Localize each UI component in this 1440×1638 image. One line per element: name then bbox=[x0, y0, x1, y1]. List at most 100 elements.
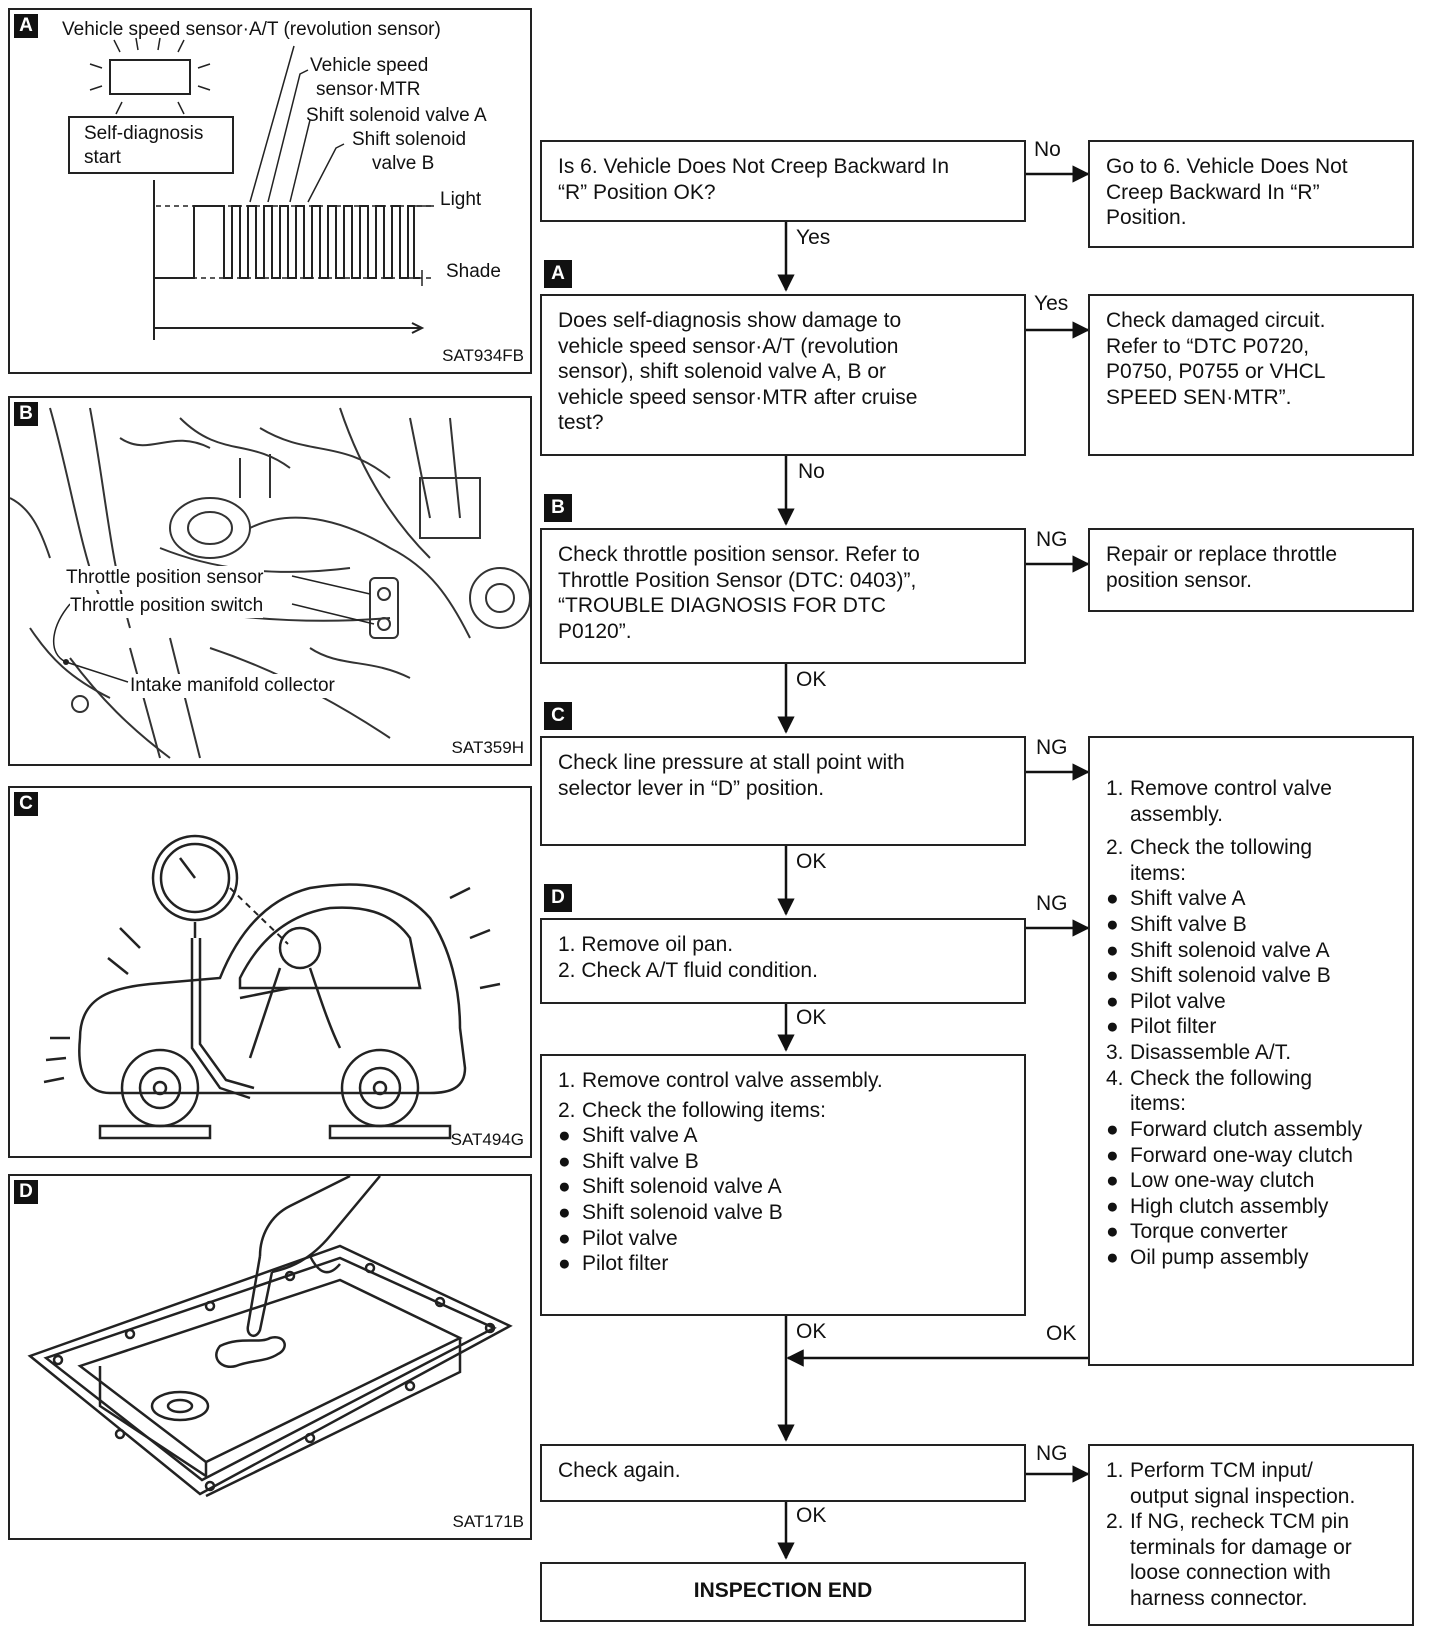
list-item: ●Low one-way clutch bbox=[1106, 1169, 1315, 1193]
q4-line1: Check line pressure at stall point with bbox=[558, 751, 905, 774]
panel-a-title: Vehicle speed sensor·A/T (revolution sen… bbox=[62, 19, 441, 40]
list-item: ●Forward clutch assembly bbox=[1106, 1117, 1363, 1141]
r7-step-1: 1.Perform TCM input/ bbox=[1106, 1458, 1396, 1484]
list-item: ●Shift solenoid valve B bbox=[1106, 964, 1331, 988]
step-text: items: bbox=[1130, 1092, 1187, 1116]
step-text: items: bbox=[1130, 861, 1187, 885]
panel-badge: D bbox=[14, 1180, 38, 1204]
list-item: ●Shift valve A bbox=[1106, 887, 1246, 911]
step-text: Check the tollowing bbox=[1130, 836, 1313, 860]
big-step-2: 2.Check the tollowing bbox=[1106, 835, 1396, 861]
figure-panel-d: D SAT171B bbox=[8, 1174, 532, 1540]
q2-line4: vehicle speed sensor·MTR after cruise bbox=[558, 385, 918, 409]
stall-test-illustration bbox=[43, 834, 501, 1140]
label-vss-mtr-line1: Vehicle speed bbox=[310, 55, 429, 76]
pulse-waveform bbox=[89, 37, 434, 340]
step-text: harness connector. bbox=[1130, 1587, 1308, 1611]
step-badge-d: D bbox=[544, 884, 572, 912]
label-ssv-b-line1: Shift solenoid bbox=[352, 129, 467, 150]
r1-line1: Go to 6. Vehicle Does Not bbox=[1106, 155, 1348, 178]
panel-badge: C bbox=[14, 792, 38, 816]
figure-panel-b: B bbox=[8, 396, 532, 766]
r3-line2: position sensor. bbox=[1106, 568, 1252, 592]
step-text: If NG, recheck TCM pin bbox=[1130, 1510, 1350, 1534]
list-item: ●Shift valve B bbox=[558, 1149, 699, 1173]
label-ng: NG bbox=[1036, 736, 1068, 759]
list-item: ●Forward one-way clutch bbox=[1106, 1143, 1353, 1167]
figure-code: SAT494G bbox=[450, 1130, 524, 1149]
inspection-end-box: INSPECTION END bbox=[540, 1562, 1026, 1622]
check-again-box: Check again. bbox=[540, 1444, 1026, 1502]
list-item: ●Pilot valve bbox=[558, 1226, 678, 1250]
label-ok: OK bbox=[796, 668, 827, 691]
label-no: No bbox=[1034, 138, 1061, 161]
q3-line3: “TROUBLE DIAGNOSIS FOR DTC bbox=[558, 594, 886, 618]
step-number: 2. bbox=[558, 1098, 576, 1122]
q3-line1: Check throttle position sensor. Refer to bbox=[558, 543, 920, 566]
q1-line2: “R” Position OK? bbox=[558, 180, 716, 204]
list-item-text: Shift valve A bbox=[582, 1124, 698, 1148]
list-item: ●Shift solenoid valve A bbox=[558, 1175, 782, 1199]
list-item: ●Pilot filter bbox=[558, 1252, 669, 1276]
list-item: ●High clutch assembly bbox=[1106, 1194, 1329, 1218]
list-item-text: Forward clutch assembly bbox=[1130, 1117, 1363, 1141]
r1-line3: Position. bbox=[1106, 206, 1187, 230]
step-text: Remove control valve bbox=[1130, 777, 1332, 800]
list-item-text: Shift valve B bbox=[1130, 913, 1247, 937]
label-ok: OK bbox=[796, 850, 827, 873]
label-ok: OK bbox=[1046, 1322, 1077, 1345]
step-number: 3. bbox=[1106, 1041, 1124, 1065]
r7-step-2-cont: harness connector. bbox=[1106, 1586, 1396, 1612]
list-item: ●Shift solenoid valve A bbox=[1106, 938, 1330, 962]
label-no: No bbox=[798, 460, 825, 483]
step-text: Perform TCM input/ bbox=[1130, 1459, 1313, 1482]
list-item-text: Shift solenoid valve B bbox=[582, 1201, 783, 1225]
step-text: loose connection with bbox=[1130, 1561, 1331, 1585]
list-item-text: Pilot filter bbox=[1130, 1015, 1217, 1039]
list-item-text: High clutch assembly bbox=[1130, 1194, 1329, 1218]
r2-line2: Refer to “DTC P0720, bbox=[1106, 334, 1310, 358]
step-text: Remove control valve assembly. bbox=[582, 1069, 883, 1092]
r2-line3: P0750, P0755 or VHCL bbox=[1106, 360, 1326, 384]
remove-control-valve-box: 1. Remove control valve assembly. 2.Check… bbox=[540, 1054, 1026, 1316]
check-throttle-position-sensor-box: Check throttle position sensor. Refer to… bbox=[540, 528, 1026, 664]
oil-pan-illustration bbox=[27, 1176, 513, 1498]
question-r-position-box: Is 6. Vehicle Does Not Creep Backward In… bbox=[540, 140, 1026, 222]
label-ssv-b-line2: valve B bbox=[372, 153, 435, 174]
step-text: output signal inspection. bbox=[1130, 1484, 1356, 1508]
r2-line1: Check damaged circuit. bbox=[1106, 309, 1326, 332]
list-item-text: Low one-way clutch bbox=[1130, 1169, 1315, 1193]
list-item-text: Shift solenoid valve B bbox=[1130, 964, 1331, 988]
check-line-pressure-box: Check line pressure at stall point with … bbox=[540, 736, 1026, 846]
label-ng: NG bbox=[1036, 892, 1068, 915]
q2-line3: sensor), shift solenoid valve A, B or bbox=[558, 360, 886, 384]
figure-panel-a: A Vehicle speed sensor·A/T (revolution s… bbox=[8, 8, 532, 374]
label-throttle-position-switch: Throttle position switch bbox=[70, 594, 264, 618]
figure-panel-c: C bbox=[8, 786, 532, 1158]
big-step-2-cont: items: bbox=[1106, 861, 1396, 887]
step-badge-c: C bbox=[544, 702, 572, 730]
step-badge-b: B bbox=[544, 494, 572, 522]
list-item-text: Pilot valve bbox=[1130, 989, 1226, 1013]
result-go-to-6-box: Go to 6. Vehicle Does Not Creep Backward… bbox=[1088, 140, 1414, 248]
r1-line2: Creep Backward In “R” bbox=[1106, 180, 1320, 204]
list-item: ●Oil pump assembly bbox=[1106, 1245, 1309, 1269]
big-step-1-cont: assembly. bbox=[1106, 802, 1396, 828]
figure-code: SAT359H bbox=[451, 738, 524, 757]
label-yes: Yes bbox=[796, 226, 831, 249]
result-tcm-inspection-box: 1.Perform TCM input/ output signal inspe… bbox=[1088, 1444, 1414, 1626]
label-ok: OK bbox=[796, 1006, 827, 1029]
big-step-4: 4.Check the following bbox=[1106, 1066, 1396, 1092]
r2-line4: SPEED SEN·MTR”. bbox=[1106, 385, 1292, 409]
list-item-text: Shift solenoid valve A bbox=[1130, 938, 1330, 962]
step-number: 4. bbox=[1106, 1066, 1124, 1090]
big-step-3: 3.Disassemble A/T. bbox=[1106, 1040, 1396, 1066]
step-badge-a: A bbox=[544, 260, 572, 288]
q5-line1: 1. Remove oil pan. bbox=[558, 933, 734, 956]
q6-step-1: 1. Remove control valve assembly. bbox=[558, 1068, 1008, 1094]
q6-step-2: 2.Check the following items: bbox=[558, 1098, 1008, 1124]
q1-line1: Is 6. Vehicle Does Not Creep Backward In bbox=[558, 155, 950, 178]
label-vss-mtr-line2: sensor·MTR bbox=[316, 79, 421, 100]
step-number: 1. bbox=[558, 1069, 576, 1092]
